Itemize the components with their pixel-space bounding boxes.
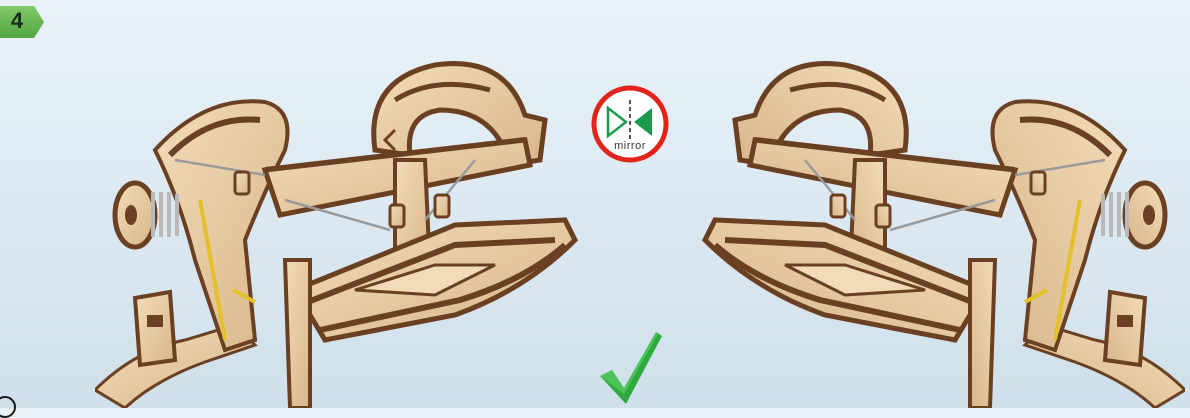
assembly-right-illustration <box>695 40 1185 408</box>
mirror-sign: mirror <box>590 84 670 164</box>
step-number: 4 <box>0 8 34 34</box>
assembly-left-illustration <box>95 40 585 408</box>
step-badge: 4 <box>0 6 44 38</box>
checkmark-icon <box>598 330 664 406</box>
mirror-icon <box>590 84 670 164</box>
corner-circle-mark <box>0 396 16 418</box>
mirror-label: mirror <box>590 140 670 152</box>
